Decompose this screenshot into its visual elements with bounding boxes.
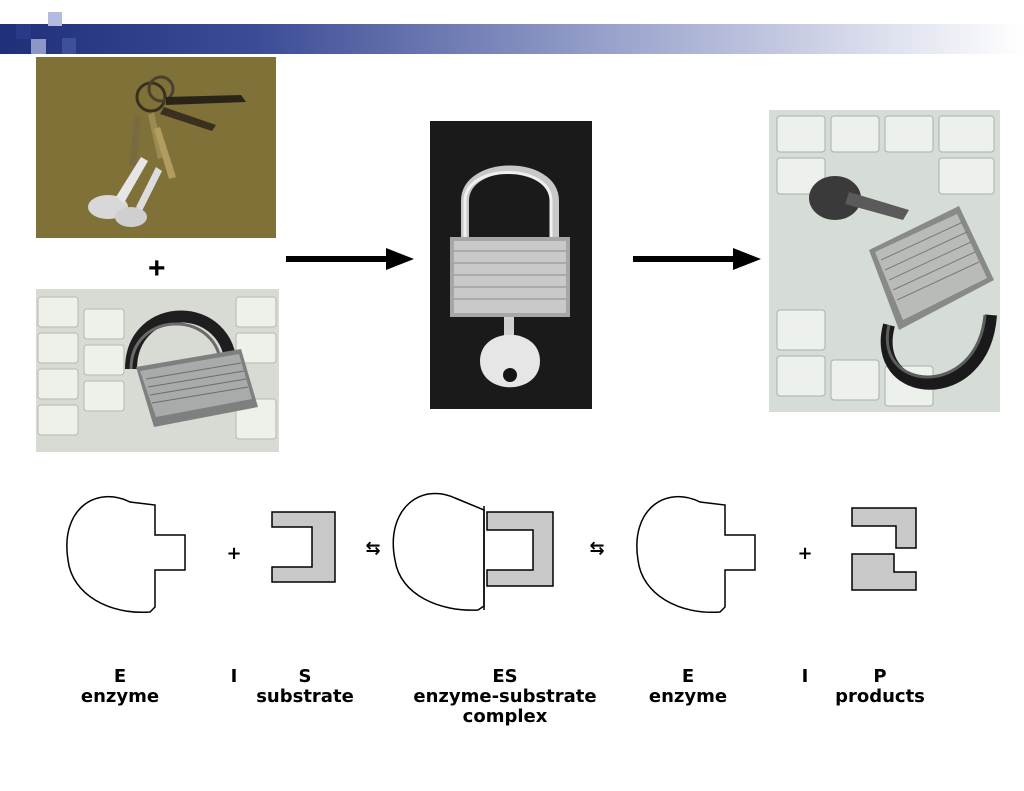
operator-plus: + bbox=[797, 543, 813, 564]
equilibrium-arrows-icon: ⇆ bbox=[589, 538, 605, 559]
label-ion2: I bbox=[801, 666, 809, 687]
header-square-light2 bbox=[48, 12, 62, 26]
keys-photo bbox=[36, 57, 276, 238]
padlock-with-key-photo bbox=[430, 121, 592, 409]
label-enzyme2-symbol: E bbox=[681, 666, 695, 687]
header-gradient-bar bbox=[0, 24, 1024, 54]
label-es-symbol: ES bbox=[492, 666, 518, 687]
label-ion: I bbox=[230, 666, 238, 687]
header-square-mid bbox=[62, 38, 76, 54]
label-products-symbol: P bbox=[873, 666, 887, 687]
right-arrow-icon bbox=[286, 248, 414, 275]
es-complex-enzyme-shape bbox=[392, 492, 485, 611]
enzyme-shape bbox=[66, 496, 186, 614]
label-substrate-symbol: S bbox=[298, 666, 312, 687]
padlock-photo bbox=[36, 289, 279, 452]
equilibrium-arrows-icon: ⇆ bbox=[365, 538, 381, 559]
right-arrow-icon bbox=[633, 248, 761, 275]
enzyme-shape bbox=[636, 496, 756, 614]
operator-plus: + bbox=[226, 543, 242, 564]
label-products-name: products bbox=[835, 686, 925, 707]
header-square-light bbox=[31, 39, 46, 54]
opened-padlock-photo bbox=[769, 110, 1000, 412]
substrate-shape bbox=[271, 511, 336, 583]
label-enzyme-symbol: E bbox=[113, 666, 127, 687]
label-enzyme2-name: enzyme bbox=[648, 686, 728, 707]
label-enzyme-name: enzyme bbox=[80, 686, 160, 707]
product-shape-bottom bbox=[851, 553, 917, 591]
label-es-name: enzyme-substrate complex bbox=[413, 686, 597, 727]
enzyme-reaction-diagram bbox=[0, 490, 1024, 650]
es-complex-substrate-shape bbox=[486, 511, 554, 587]
product-shape-top bbox=[851, 507, 917, 549]
header-square-dark bbox=[16, 24, 31, 39]
plus-sign: + bbox=[148, 252, 166, 285]
label-substrate-name: substrate bbox=[256, 686, 354, 707]
